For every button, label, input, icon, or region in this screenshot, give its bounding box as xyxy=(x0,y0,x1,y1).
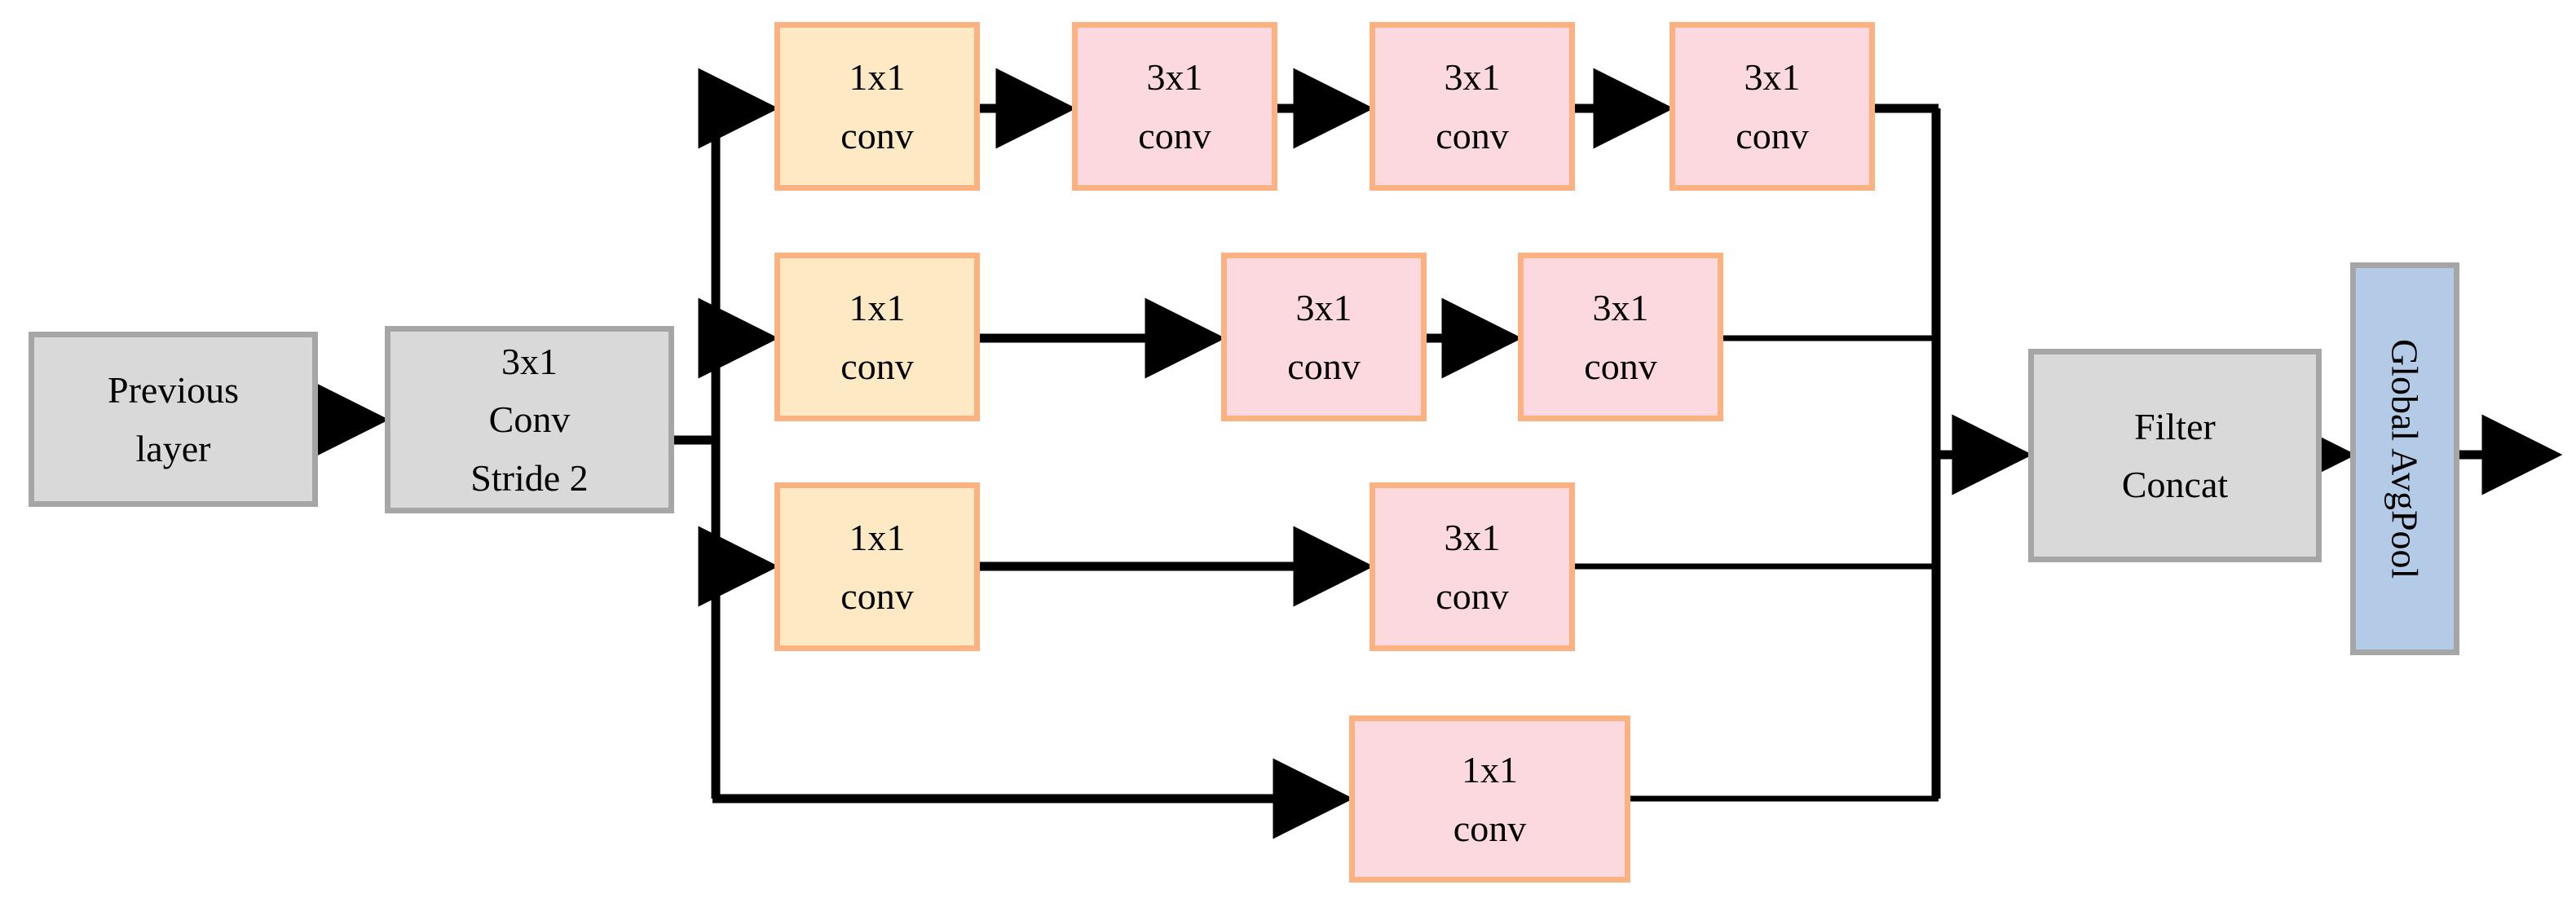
node-branch3-block1[interactable]: 1x1 conv xyxy=(774,482,980,651)
node-branch1-block3[interactable]: 3x1 conv xyxy=(1370,22,1575,191)
node-stem-conv[interactable]: 3x1 Conv Stride 2 xyxy=(385,326,674,513)
node-branch3-block2[interactable]: 3x1 conv xyxy=(1370,482,1575,651)
node-filter-concat[interactable]: Filter Concat xyxy=(2028,349,2322,562)
node-branch1-block4[interactable]: 3x1 conv xyxy=(1670,22,1875,191)
node-branch1-block2[interactable]: 3x1 conv xyxy=(1072,22,1277,191)
node-branch2-block2[interactable]: 3x1 conv xyxy=(1221,253,1427,421)
global-avgpool-label: Global AvgPool xyxy=(2384,338,2426,579)
node-branch2-block1[interactable]: 1x1 conv xyxy=(774,253,980,421)
node-branch1-block1[interactable]: 1x1 conv xyxy=(774,22,980,191)
node-branch4-block1[interactable]: 1x1 conv xyxy=(1349,715,1630,883)
node-global-avgpool[interactable]: Global AvgPool xyxy=(2350,262,2459,655)
node-branch2-block3[interactable]: 3x1 conv xyxy=(1518,253,1723,421)
node-previous-layer[interactable]: Previous layer xyxy=(29,332,318,507)
